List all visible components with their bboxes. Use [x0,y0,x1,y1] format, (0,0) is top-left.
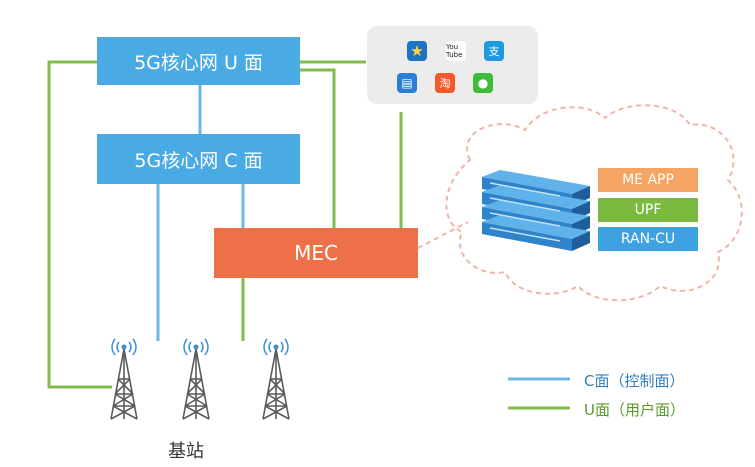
cloud-path [445,104,743,302]
apps-panel: ★ You Tube 支 ▤ 淘 ● [367,26,538,104]
alipay-glyph: 支 [488,45,500,58]
me-app-label: ME APP [622,172,674,188]
ran-cu-label: RAN-CU [620,231,676,247]
mec-box: MEC [214,228,418,278]
c-plane-links [156,85,245,341]
core-u-plane-label: 5G核心网 U 面 [134,51,263,74]
upf-label: UPF [634,202,662,218]
mec-to-cloud-dashed-link [417,221,469,249]
taobao-app-icon: 淘 [435,73,455,93]
core-c-plane-box: 5G核心网 C 面 [97,134,300,184]
legend-c-label: C面（控制面） [584,372,685,390]
core-u-plane-box: 5G核心网 U 面 [97,37,300,85]
upf-box: UPF [598,198,698,222]
edge-cloud-outline [417,104,743,302]
u-plane-links [47,60,403,389]
base-station-label: 基站 [168,441,204,462]
wechat-app-icon: ● [473,73,493,93]
ran-cu-box: RAN-CU [598,227,698,251]
base-station-tower-3 [262,338,290,420]
u-link-u-plane-to-base [47,60,112,389]
base-station-tower-2 [182,338,210,420]
star-app-icon: ★ [407,41,427,61]
video-clapper-app-icon: ▤ [397,73,417,93]
legend-u-label: U面（用户面） [584,401,685,419]
mec-label: MEC [294,241,338,265]
core-c-plane-label: 5G核心网 C 面 [134,149,263,172]
youtube-glyph: You Tube [446,43,463,59]
alipay-app-icon: 支 [484,41,504,61]
u-link-u-plane-to-mec [300,68,336,228]
taobao-glyph: 淘 [439,77,451,90]
youtube-app-icon: You Tube [446,41,466,61]
base-station-tower-1 [110,338,138,420]
me-app-box: ME APP [598,168,698,192]
server-stack-icon [482,170,590,251]
